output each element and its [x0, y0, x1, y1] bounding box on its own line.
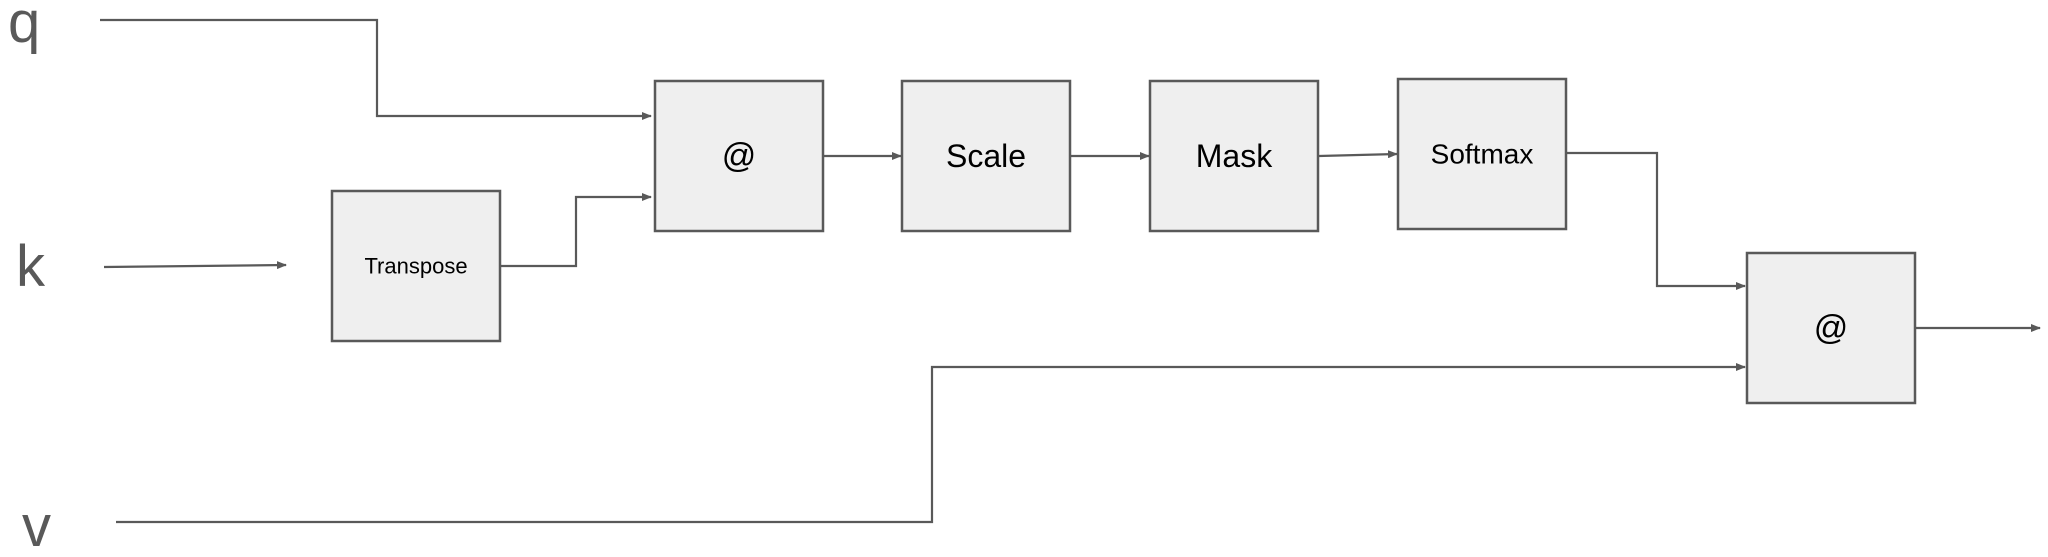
- edge-k-to-transpose: [103, 261, 287, 270]
- softmax-node: Softmax: [1396, 77, 1568, 231]
- edge-softmax-to-matmul-v: [1567, 151, 1746, 290]
- transpose-node: Transpose: [330, 189, 502, 343]
- matmul-qk-label: @: [722, 137, 757, 175]
- transpose-label: Transpose: [364, 254, 467, 279]
- mask-node: Mask: [1148, 79, 1320, 233]
- matmul-qk-node: @: [653, 79, 825, 233]
- softmax-label: Softmax: [1431, 139, 1534, 170]
- edge-transpose-to-matmul: [501, 193, 652, 268]
- edge-q-to-matmul: [100, 18, 652, 120]
- mask-label: Mask: [1196, 138, 1273, 174]
- scale-label: Scale: [946, 138, 1026, 174]
- input-label-v: v: [22, 494, 51, 557]
- edge-mask-to-softmax: [1318, 150, 1398, 159]
- scale-node: Scale: [900, 79, 1072, 233]
- matmul-v-label: @: [1814, 309, 1849, 347]
- input-label-q: q: [8, 0, 40, 55]
- matmul-v-node: @: [1745, 251, 1917, 405]
- edge-v-to-matmul-v: [116, 363, 1746, 524]
- input-label-k: k: [16, 234, 46, 299]
